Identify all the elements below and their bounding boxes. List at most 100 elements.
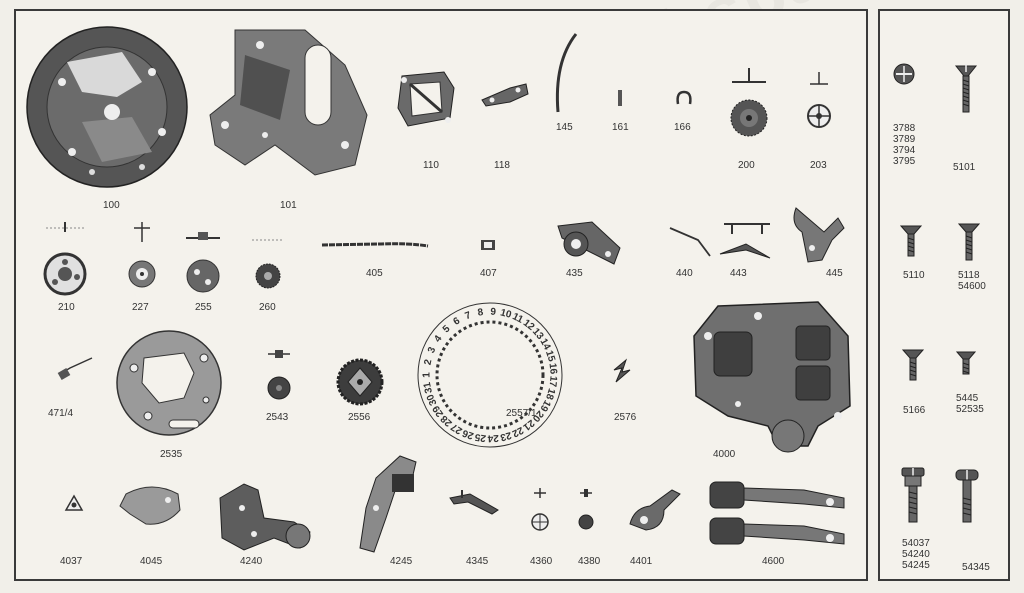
bridge-101 xyxy=(209,29,368,176)
spring-445 xyxy=(793,207,845,263)
lever-4240 xyxy=(219,483,311,551)
date-ring-number: 6 xyxy=(452,315,463,328)
date-ring-number: 15 xyxy=(543,349,557,363)
label-3788-group: 3788 3789 3794 3795 xyxy=(893,123,916,167)
wheel-203 xyxy=(807,72,831,128)
date-ring-number: 14 xyxy=(537,337,552,352)
label-145: 145 xyxy=(556,122,573,133)
date-ring-number: 30 xyxy=(425,392,440,407)
clip-407 xyxy=(481,240,495,250)
movement-4000 xyxy=(693,301,851,453)
wheel-2556 xyxy=(336,358,384,406)
label-210: 210 xyxy=(58,302,75,313)
date-ring-number: 31 xyxy=(422,381,435,395)
lever-443 xyxy=(719,223,771,259)
date-ring-number: 16 xyxy=(547,363,559,376)
label-227: 227 xyxy=(132,302,149,313)
wheel-200 xyxy=(730,68,768,137)
bridge-110 xyxy=(397,71,455,127)
label-4245: 4245 xyxy=(390,556,413,567)
screw-5445 xyxy=(956,351,976,375)
label-435: 435 xyxy=(566,268,583,279)
label-4345: 4345 xyxy=(466,556,489,567)
label-4037: 4037 xyxy=(60,556,83,567)
screw-5110 xyxy=(900,225,922,257)
label-471-4: 471/4 xyxy=(48,408,74,419)
label-110: 110 xyxy=(423,160,439,171)
label-407: 407 xyxy=(480,268,497,279)
date-ring-number: 11 xyxy=(510,311,525,326)
screw-54037 xyxy=(901,467,925,523)
screw-head-3788 xyxy=(893,63,915,85)
date-ring-number: 22 xyxy=(510,424,525,439)
date-ring-number: 9 xyxy=(490,307,497,318)
spring-440 xyxy=(669,227,711,257)
wheel-210 xyxy=(43,222,87,296)
lever-4245 xyxy=(359,455,417,553)
pin-161 xyxy=(618,90,622,106)
label-118: 118 xyxy=(494,160,510,171)
label-2535: 2535 xyxy=(160,449,183,460)
label-54345: 54345 xyxy=(962,562,990,573)
date-ring-number: 10 xyxy=(499,307,513,321)
label-100: 100 xyxy=(103,200,120,211)
label-2543: 2543 xyxy=(266,412,289,423)
date-ring-number: 18 xyxy=(543,387,557,401)
date-ring-number: 1 xyxy=(422,372,433,378)
label-2576: 2576 xyxy=(614,412,637,423)
date-ring-number: 5 xyxy=(441,323,453,335)
spring-145 xyxy=(555,33,578,113)
date-ring-number: 3 xyxy=(426,345,438,355)
lever-435 xyxy=(557,221,621,265)
label-161: 161 xyxy=(612,122,629,133)
spring-2576 xyxy=(613,358,631,383)
screw-5101 xyxy=(954,64,978,113)
screw-54345 xyxy=(955,469,979,523)
spring-4345 xyxy=(449,490,499,515)
date-ring-number: 4 xyxy=(432,333,444,344)
label-2557-1: 2557/1 xyxy=(506,408,537,419)
clip-166 xyxy=(676,90,692,105)
date-ring-number: 24 xyxy=(487,432,499,444)
label-4240: 4240 xyxy=(240,556,263,567)
label-200: 200 xyxy=(738,160,755,171)
mainspring-405 xyxy=(321,242,429,248)
label-203: 203 xyxy=(810,160,827,171)
main-plate-100 xyxy=(26,26,188,188)
screw-5166 xyxy=(902,349,924,381)
screw-5118 xyxy=(958,223,980,261)
label-440: 440 xyxy=(676,268,693,279)
label-4000: 4000 xyxy=(713,449,736,460)
label-101: 101 xyxy=(280,200,297,211)
wheel-2543 xyxy=(267,350,291,400)
lever-4401 xyxy=(629,489,681,531)
jewel-4037 xyxy=(64,494,84,511)
label-5101: 5101 xyxy=(953,162,976,173)
date-ring-number: 2 xyxy=(422,358,434,366)
screws-panel xyxy=(878,9,1010,581)
levers-4600 xyxy=(709,481,845,545)
label-4360: 4360 xyxy=(530,556,553,567)
date-ring-number: 7 xyxy=(464,310,473,322)
label-5445-group: 5445 52535 xyxy=(956,393,984,415)
date-ring-number: 17 xyxy=(546,375,558,388)
label-54037-group: 54037 54240 54245 xyxy=(902,538,930,571)
label-4600: 4600 xyxy=(762,556,785,567)
date-ring-number: 19 xyxy=(537,398,552,413)
label-2556: 2556 xyxy=(348,412,371,423)
label-4380: 4380 xyxy=(578,556,601,567)
label-260: 260 xyxy=(259,302,276,313)
label-166: 166 xyxy=(674,122,691,133)
date-ring-number: 8 xyxy=(477,307,485,319)
label-5110: 5110 xyxy=(903,270,925,281)
label-4045: 4045 xyxy=(140,556,163,567)
spring-471-4 xyxy=(57,357,93,380)
label-445: 445 xyxy=(826,268,843,279)
wheel-227 xyxy=(128,222,156,288)
wheel-4360 xyxy=(531,488,549,531)
wheel-260 xyxy=(252,239,284,289)
cover-4045 xyxy=(119,486,181,525)
wheel-255 xyxy=(186,232,220,293)
